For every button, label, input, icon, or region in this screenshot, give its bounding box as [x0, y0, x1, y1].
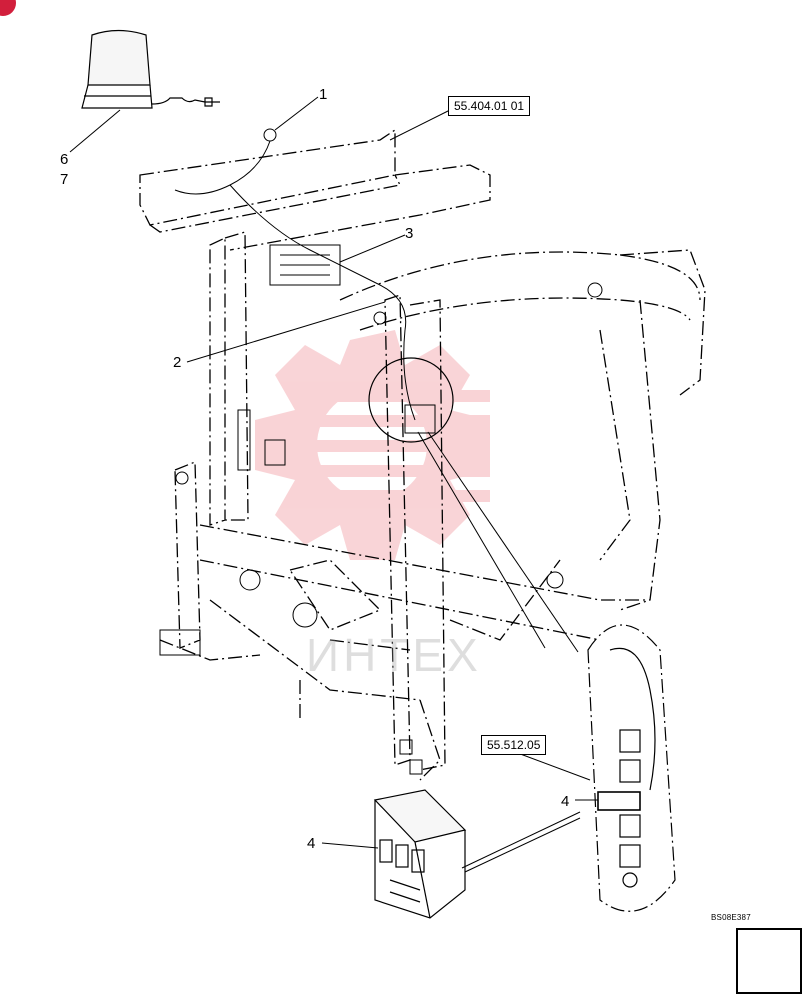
- reference-box-55-512[interactable]: 55.512.05: [481, 735, 547, 755]
- reference-box-55-404[interactable]: 55.404.01 01: [448, 96, 531, 116]
- corner-badge: [0, 0, 16, 16]
- callout-6: 6: [60, 151, 69, 168]
- callout-7: 7: [60, 171, 69, 188]
- watermark-gear-icon: [255, 330, 490, 560]
- callout-3: 3: [405, 225, 414, 242]
- callout-1: 1: [319, 86, 328, 103]
- cab-frame: [139, 128, 706, 781]
- beacon-lamp: [81, 29, 220, 109]
- next-page-button[interactable]: [736, 928, 802, 994]
- detail-panel: [587, 624, 676, 912]
- frame-details: [159, 128, 603, 775]
- watermark-text: ИНТЕХ: [306, 629, 482, 681]
- rocker-switch: [373, 789, 467, 919]
- callout-4-switch: 4: [307, 835, 316, 852]
- callout-4-detail: 4: [561, 793, 570, 810]
- leader-lines: [69, 96, 598, 873]
- callout-2: 2: [173, 354, 182, 371]
- figure-code: BS08E387: [711, 913, 751, 922]
